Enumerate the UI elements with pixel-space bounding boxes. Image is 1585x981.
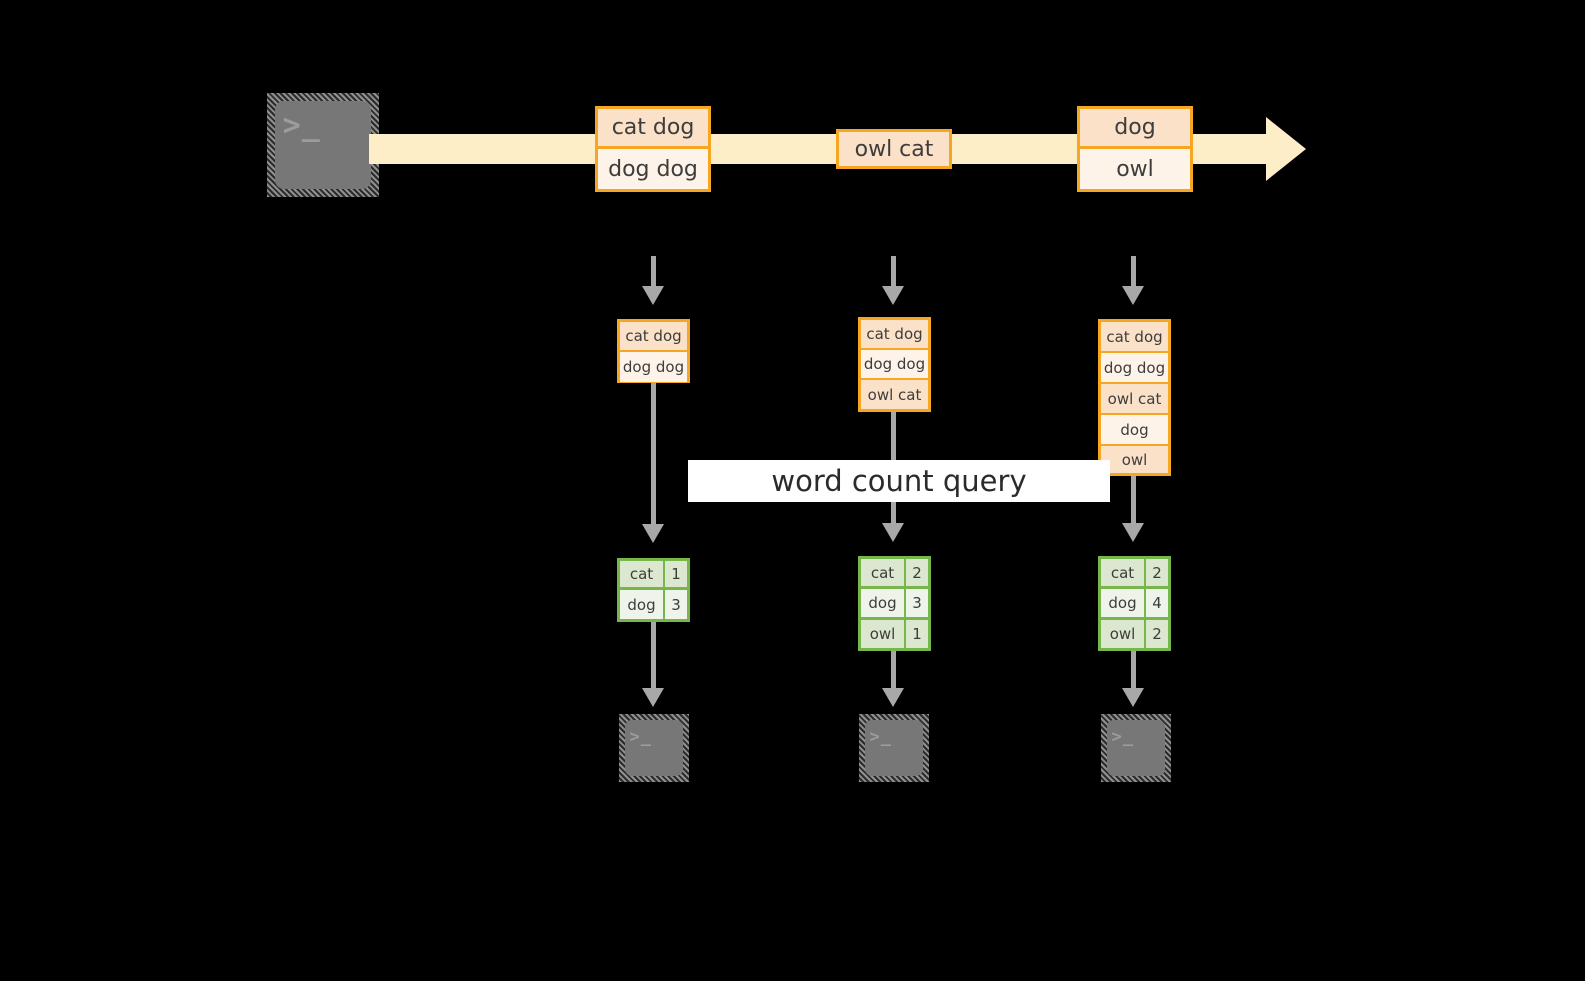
sink-connector-head-3 xyxy=(1122,688,1144,707)
accumulated-records-2: cat dog dog dog owl cat xyxy=(858,317,931,412)
stream-record: owl cat xyxy=(839,132,949,166)
accumulated-record: cat dog xyxy=(1101,322,1168,353)
result-word: owl xyxy=(861,619,906,648)
stream-record: cat dog xyxy=(598,109,708,149)
sink-terminal-icon-3: >_ xyxy=(1101,714,1171,782)
query-connector-shaft-1 xyxy=(651,383,656,524)
result-row: dog 3 xyxy=(861,589,928,620)
result-word: cat xyxy=(1101,559,1146,587)
terminal-prompt: >_ xyxy=(1111,726,1134,747)
sink-connector-shaft-2 xyxy=(891,651,896,688)
accumulated-record: dog dog xyxy=(861,350,928,380)
accumulated-record: owl xyxy=(1101,446,1168,473)
terminal-body xyxy=(275,101,371,189)
sink-connector-shaft-3 xyxy=(1131,651,1136,688)
feed-arrow-head-1 xyxy=(642,286,664,305)
accumulated-record: dog dog xyxy=(620,352,687,382)
terminal-prompt: >_ xyxy=(629,726,652,747)
stream-record: dog xyxy=(1080,109,1190,149)
result-count: 1 xyxy=(665,561,687,588)
query-label: word count query xyxy=(688,460,1110,502)
accumulated-record: dog xyxy=(1101,415,1168,446)
accumulated-record: owl cat xyxy=(861,380,928,409)
result-row: dog 3 xyxy=(620,590,687,619)
sink-connector-shaft-1 xyxy=(651,622,656,688)
query-connector-head-2 xyxy=(882,523,904,542)
feed-arrow-shaft-1 xyxy=(651,256,656,286)
stream-record: owl xyxy=(1080,149,1190,189)
query-connector-head-3 xyxy=(1122,523,1144,542)
stream-group-1: cat dog dog dog xyxy=(595,106,711,192)
sink-connector-head-1 xyxy=(642,688,664,707)
result-row: dog 4 xyxy=(1101,589,1168,620)
stream-group-2: owl cat xyxy=(836,129,952,169)
accumulated-records-3: cat dog dog dog owl cat dog owl xyxy=(1098,319,1171,476)
terminal-prompt: >_ xyxy=(282,107,321,143)
result-count: 2 xyxy=(906,559,928,587)
result-word: dog xyxy=(861,589,906,617)
terminal-body xyxy=(1107,720,1165,776)
feed-arrow-head-2 xyxy=(882,286,904,305)
feed-arrow-head-3 xyxy=(1122,286,1144,305)
result-row: cat 2 xyxy=(1101,559,1168,590)
result-row: cat 2 xyxy=(861,559,928,590)
terminal-body xyxy=(625,720,683,776)
feed-arrow-shaft-3 xyxy=(1131,256,1136,286)
source-terminal-icon: >_ xyxy=(267,93,379,197)
result-word: cat xyxy=(620,561,665,588)
sink-connector-head-2 xyxy=(882,688,904,707)
accumulated-record: dog dog xyxy=(1101,353,1168,384)
result-table-2: cat 2 dog 3 owl 1 xyxy=(858,556,931,651)
query-connector-head-1 xyxy=(642,524,664,543)
result-row: owl 1 xyxy=(861,619,928,648)
terminal-body xyxy=(865,720,923,776)
result-table-1: cat 1 dog 3 xyxy=(617,558,690,622)
result-row: cat 1 xyxy=(620,561,687,591)
stream-group-3: dog owl xyxy=(1077,106,1193,192)
accumulated-record: owl cat xyxy=(1101,384,1168,415)
feed-arrow-shaft-2 xyxy=(891,256,896,286)
result-table-3: cat 2 dog 4 owl 2 xyxy=(1098,556,1171,651)
result-word: cat xyxy=(861,559,906,587)
result-word: owl xyxy=(1101,619,1146,648)
result-count: 2 xyxy=(1146,619,1168,648)
sink-terminal-icon-2: >_ xyxy=(859,714,929,782)
result-word: dog xyxy=(620,590,665,619)
result-row: owl 2 xyxy=(1101,619,1168,648)
result-count: 3 xyxy=(665,590,687,619)
result-count: 3 xyxy=(906,589,928,617)
stream-record: dog dog xyxy=(598,149,708,189)
query-connector-shaft-3 xyxy=(1131,476,1136,523)
result-count: 1 xyxy=(906,619,928,648)
stream-arrowhead xyxy=(1266,117,1306,181)
result-word: dog xyxy=(1101,589,1146,617)
accumulated-record: cat dog xyxy=(861,320,928,350)
accumulated-records-1: cat dog dog dog xyxy=(617,319,690,383)
result-count: 2 xyxy=(1146,559,1168,587)
sink-terminal-icon-1: >_ xyxy=(619,714,689,782)
accumulated-record: cat dog xyxy=(620,322,687,352)
result-count: 4 xyxy=(1146,589,1168,617)
terminal-prompt: >_ xyxy=(869,726,892,747)
